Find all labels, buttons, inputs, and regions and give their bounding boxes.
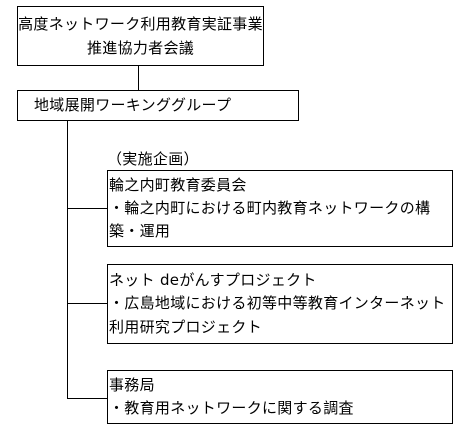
- council-title-line1: 高度ネットワーク利用教育実証事業: [18, 15, 263, 33]
- member-description-line1: ・教育用ネットワークに関する調査: [109, 399, 354, 417]
- connector-top-to-group: [138, 66, 139, 90]
- branch-line-2: [67, 303, 107, 304]
- member-description-line1: ・輪之内町における町内教育ネットワークの構: [109, 199, 431, 217]
- trunk-line: [67, 121, 68, 398]
- section-label: （実施企画）: [107, 150, 199, 168]
- member-description-line1: ・広島地域における初等中等教育インターネット: [109, 294, 446, 312]
- member-description-line2: 築・運用: [109, 222, 171, 240]
- branch-line-1: [67, 208, 107, 209]
- working-group-label: 地域展開ワーキンググループ: [34, 96, 232, 114]
- working-group-box: 地域展開ワーキンググループ: [17, 90, 299, 121]
- member-box-wanouchi: 輪之内町教育委員会 ・輪之内町における町内教育ネットワークの構 築・運用: [107, 170, 453, 247]
- member-box-secretariat: 事務局 ・教育用ネットワークに関する調査: [107, 370, 453, 424]
- member-title: 輪之内町教育委員会: [109, 176, 247, 194]
- member-title: ネット deがんすプロジェクト: [109, 271, 317, 289]
- member-title: 事務局: [109, 376, 155, 394]
- branch-line-3: [67, 398, 107, 399]
- member-description-line2: 利用研究プロジェクト: [109, 318, 263, 336]
- member-box-net-degansu: ネット deがんすプロジェクト ・広島地域における初等中等教育インターネット 利…: [107, 264, 453, 344]
- council-box: 高度ネットワーク利用教育実証事業 推進協力者会議: [17, 6, 264, 66]
- council-title-line2: 推進協力者会議: [86, 39, 195, 57]
